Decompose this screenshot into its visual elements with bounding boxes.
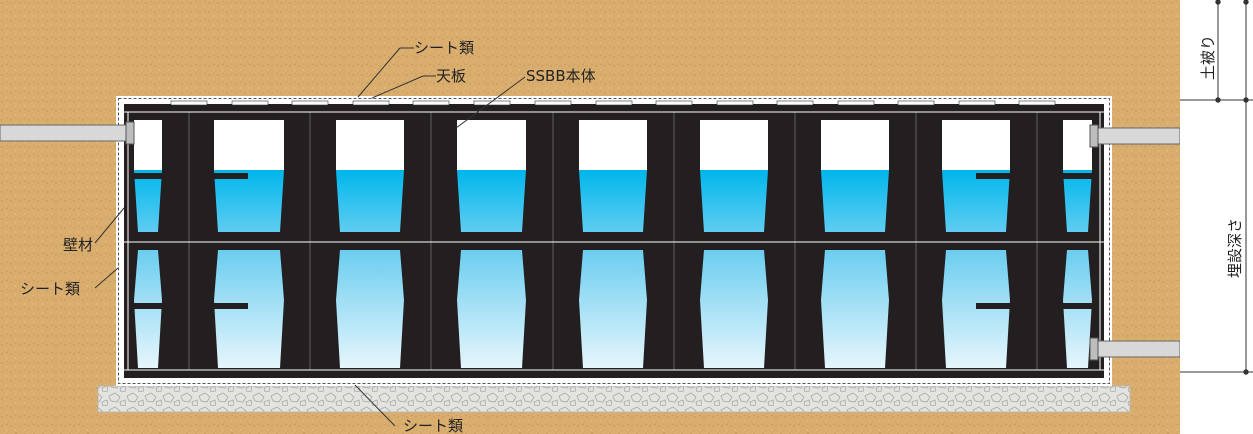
rib [128,303,168,309]
cap-tab [1018,100,1056,106]
water-lower [336,250,404,368]
water-lower [214,250,284,368]
water-lower [700,250,768,368]
cap-tab [776,100,814,106]
air-gap [336,120,404,170]
water-upper [134,170,162,232]
water-upper [821,170,889,232]
tank-body [124,100,1104,378]
water-upper [336,170,404,232]
dimension-panel [1180,0,1253,434]
cap-tab [595,100,633,106]
dimension-lines [1180,0,1253,375]
gravel-base [97,385,1131,413]
rib [208,173,248,179]
pipe-right-top-icon [1089,124,1181,148]
rib [128,173,168,179]
label-sheet-top: シート類 [414,39,474,57]
air-gap [700,120,768,170]
air-gap [1063,120,1092,170]
water-upper [457,170,526,232]
pipe-right-bottom-icon [1089,337,1181,361]
leader-lines [94,47,526,427]
air-gap [821,120,889,170]
cap-tab [655,100,693,106]
cap-tab [716,100,754,106]
water-lower [821,250,889,368]
label-ssbb-body: SSBB本体 [526,67,596,85]
rib [1057,303,1097,309]
water-upper [579,170,647,232]
rib [976,173,1016,179]
water-upper [942,170,1010,232]
air-gap [942,120,1010,170]
label-sheet-left: シート類 [20,280,80,298]
dimension-depth-label: 埋設深さ [1226,218,1244,278]
air-gap [134,120,162,170]
water-lower [579,250,647,368]
pipe-left-icon [0,121,135,145]
cap-tab [958,100,996,106]
cap-tab [837,100,875,106]
cap-tab [170,100,208,106]
air-gap [457,120,526,170]
dimension-cover-label: 土被り [1199,35,1217,80]
air-gap [579,120,647,170]
label-wall: 壁材 [63,236,93,254]
rib [1057,173,1097,179]
water-upper [214,170,284,232]
rib [208,303,248,309]
rib [976,303,1016,309]
air-gap [214,120,284,170]
water-upper [1063,170,1092,232]
cap-tab [412,100,450,106]
water-lower [457,250,526,368]
cap-tab [231,100,269,106]
label-top-plate: 天板 [436,67,466,85]
cap-tab [291,100,329,106]
cap-tab [897,100,935,106]
cap-tab [534,100,572,106]
label-sheet-bottom: シート類 [403,417,463,434]
water-upper [700,170,768,232]
cap-tab [352,100,390,106]
